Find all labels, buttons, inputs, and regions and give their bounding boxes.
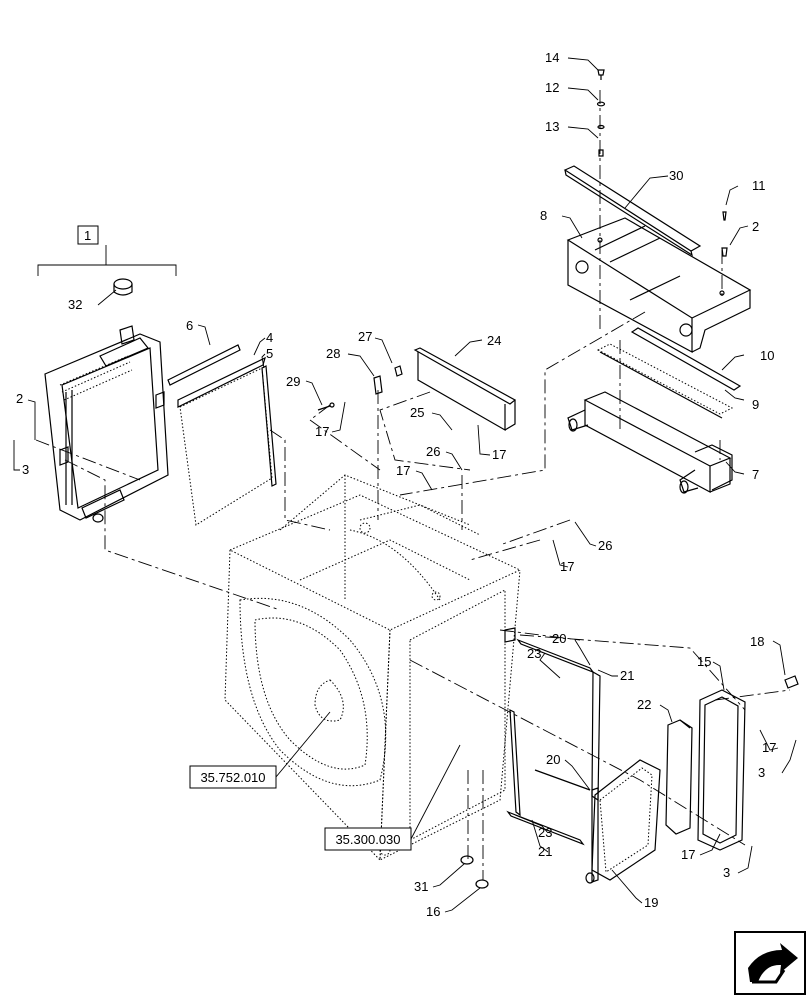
callout-label: 8	[540, 208, 547, 223]
callout-label: 15	[697, 654, 711, 669]
callout-label: 21	[620, 668, 634, 683]
callout-label: 25	[410, 405, 424, 420]
foam-block	[665, 719, 693, 835]
assembly-lines	[35, 90, 791, 880]
reference-text: 35.752.010	[200, 770, 265, 785]
callout-label: 23	[538, 825, 552, 840]
callout-label: 2	[16, 391, 23, 406]
callout-label: 18	[750, 634, 764, 649]
callout-label: 27	[358, 329, 372, 344]
callout-label: 17	[681, 847, 695, 862]
main-frame	[224, 474, 522, 862]
callout-label: 3	[22, 462, 29, 477]
callout-label: 17	[560, 559, 574, 574]
callout-label: 16	[426, 904, 440, 919]
callout-label: 20	[546, 752, 560, 767]
next-page-arrow-icon[interactable]	[734, 931, 806, 995]
callout-label: 23	[527, 646, 541, 661]
callout-label: 3	[758, 765, 765, 780]
reference-text: 35.300.030	[335, 832, 400, 847]
kit-bracket	[37, 225, 177, 276]
reference-flywheel: 35.752.010	[189, 711, 331, 789]
callout-label: 17	[315, 424, 329, 439]
reference-housing: 35.300.030	[324, 744, 461, 851]
condenser	[585, 759, 661, 884]
charge-air-cooler	[567, 391, 733, 494]
shroud-panel	[413, 347, 517, 432]
callout-label: 5	[266, 346, 273, 361]
callout-leaders	[13, 57, 797, 913]
receiver-drier	[697, 689, 746, 851]
callout-labels: 14 12 13 30 11 8 2 10 9 7 1 32 6 4 5 2 3…	[16, 50, 776, 919]
cooler-seal	[596, 327, 742, 419]
fastener-18	[784, 675, 799, 689]
callout-label: 20	[552, 631, 566, 646]
callout-label: 10	[760, 348, 774, 363]
callout-label: 17	[762, 740, 776, 755]
callout-label: 11	[752, 178, 766, 193]
small-fasteners-left	[317, 365, 403, 411]
callout-label: 28	[326, 346, 340, 361]
callout-label: 26	[598, 538, 612, 553]
top-bracket	[566, 217, 752, 354]
callout-label: 17	[492, 447, 506, 462]
condenser-seals	[506, 638, 601, 846]
callout-label: 7	[752, 467, 759, 482]
callout-label: 30	[669, 168, 683, 183]
callout-label: 3	[723, 865, 730, 880]
radiator-cap	[113, 278, 133, 296]
callout-label: 6	[186, 318, 193, 333]
callout-label: 22	[637, 697, 651, 712]
callout-label: 14	[545, 50, 559, 65]
hardware-stack	[596, 69, 606, 157]
callout-label: 19	[644, 895, 658, 910]
mount-feet	[460, 855, 489, 889]
callout-label: 4	[266, 330, 273, 345]
callout-label: 32	[68, 297, 82, 312]
seal-strip	[563, 165, 702, 257]
callout-label: 29	[286, 374, 300, 389]
callout-label: 1	[84, 228, 91, 243]
radiator-seals	[167, 344, 277, 526]
screw-right	[721, 211, 728, 257]
callout-label: 24	[487, 333, 501, 348]
callout-label: 2	[752, 219, 759, 234]
callout-label: 17	[396, 463, 410, 478]
callout-label: 13	[545, 119, 559, 134]
callout-label: 21	[538, 844, 552, 859]
callout-label: 31	[414, 879, 428, 894]
callout-label: 9	[752, 397, 759, 412]
callout-label: 26	[426, 444, 440, 459]
callout-label: 12	[545, 80, 559, 95]
radiator	[44, 325, 169, 523]
